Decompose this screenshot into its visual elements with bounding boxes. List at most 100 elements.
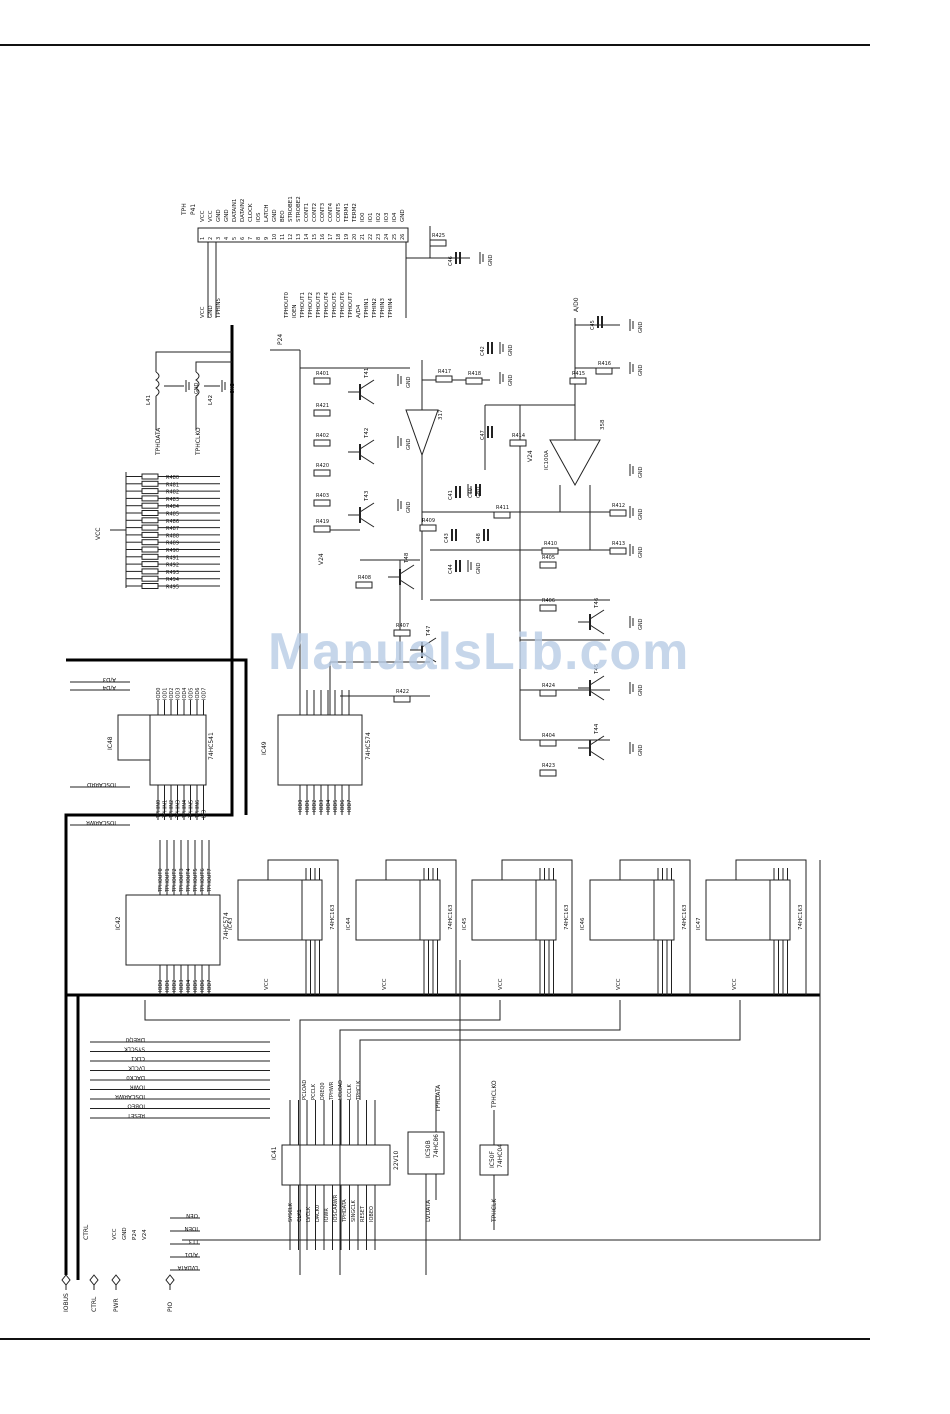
ctrl-bus-label: CTRL [83,1224,90,1240]
lvdata-label: LVDATA [425,1199,432,1222]
ic48-out-net: IOD2 [169,688,175,700]
capacitor-label: C41 [448,490,454,500]
rpack-resistor [141,583,159,589]
bus-signal-label: A/D3 [102,676,116,682]
ic41-in-net: LVCLK [306,1206,312,1222]
p41-pin-label: DATAIN2 [240,199,246,222]
resistor-label: R412 [612,503,625,509]
p41-pin-label: CONT5 [336,202,342,222]
ic42-data-net: IOD3 [179,980,185,992]
capacitor-c41: C41 [448,486,461,500]
capacitor-label: C45 [590,320,596,330]
p41-net-label: IOEN [292,304,298,318]
rpack-label: R481 [166,482,179,488]
resistor-label: R407 [396,623,409,629]
rpack-resistor [141,510,159,516]
ic42-net: TPHOUT6 [200,868,206,893]
bus-signal-label: IOSCARRD [87,781,116,787]
rpack-label: R492 [166,563,179,569]
resistor-r422 [393,695,411,703]
rpack-label: R494 [166,577,179,583]
analog-section [270,318,620,741]
bus-signals: DREQ0SYSCLKCLK1LVCLKDACK0IOWRIOSCARWRIOB… [70,676,270,1271]
resistor-label: R410 [544,541,557,547]
part-74hc04: 74HC04 [497,1144,504,1168]
transistor-label: T45 [594,663,600,675]
p41-pin-label: CONT1 [304,203,310,222]
resistor-r404 [539,739,557,747]
transistor-label: T48 [404,552,410,564]
rpack-resistor [141,488,159,495]
transistor-t46: T46 [578,597,605,635]
resistor-r413 [609,547,627,555]
counter-label: IC45 [462,917,468,930]
connector-pwr: PWR [111,1274,121,1312]
resistor-r409 [419,524,437,532]
p24-label: P24 [277,334,284,345]
ic42-net: TPHOUT5 [193,868,199,893]
rpack-label: R486 [166,519,179,525]
tphdata-label: TPHDATA [155,427,162,456]
connector-label: IOBUS [63,1293,70,1312]
transistor-label: T44 [594,723,600,735]
p41-pin-number: 12 [288,234,294,240]
resistor-r412 [609,509,627,517]
gnd-label: GND [638,321,644,333]
capacitor-label: C42 [480,346,486,356]
resistor-label: R420 [316,463,329,469]
p41-pin-number: 9 [264,237,270,240]
resistor-r408 [355,581,373,589]
bus-signal-label: RESET [127,1112,145,1118]
resistor-r407 [393,629,411,637]
ic49-net: IOD1 [305,800,311,812]
resistor-label: R421 [316,403,329,409]
p41-net-label: TPHOUT6 [340,291,346,319]
p41-pin-label: IOS [256,212,262,222]
ic42-data-net: IOD4 [186,980,192,992]
gnd-label: GND [638,684,644,696]
bus-signal-label: CLK1 [131,1055,145,1061]
bus-signal-label: IOEN [184,1225,198,1231]
p41-pin-label: GND [272,209,278,222]
p41-pin-label: IO0 [360,212,366,222]
transistor-t45: T45 [578,663,605,701]
ground-symbol: GND [629,506,644,520]
ground-symbol: GND [629,742,644,756]
resistor-label: R411 [496,505,509,511]
part-74hc163: 74HC163 [448,904,454,930]
part-74hc163: 74HC163 [682,904,688,930]
rpack-label: R483 [166,497,179,503]
ic41-in-net: SYSCLK [288,1202,294,1222]
counter-vcc: VCC [616,978,622,990]
rpack-label: R490 [166,548,179,554]
capacitor-label: C46 [448,256,454,266]
ic48-out-net: IOD6 [195,688,201,700]
resistor-label: R422 [396,689,409,695]
gnd-label: GND [476,486,482,498]
rpack-label: R493 [166,570,179,576]
top-rule [0,44,870,46]
ic48-out-net: IOD3 [176,688,182,700]
ic48-net: TPHIN5 [189,800,195,819]
bus-signal-label: IOSCARWR [115,1093,145,1099]
p41-pin-label: IO1 [368,213,374,222]
rpack-resistor [141,473,159,480]
p41-net-label: A/D4 [356,304,362,318]
l42-label: L42 [208,395,214,405]
transistor-label: T47 [426,625,432,637]
ground-symbol: GND [629,682,644,696]
p41-pin-label: CONT4 [328,202,334,222]
ic50b-74hc86: 74HC86 IC50B [407,1095,445,1275]
rpack-label: R488 [166,533,179,539]
resistor-r424 [539,689,557,697]
rpack-resistor [141,553,159,560]
p41-pin-number: 10 [272,234,278,240]
power-rail-label: V24 [142,1229,148,1240]
inductor-l42 [195,361,232,430]
ic50b-label: IC50B [425,1140,432,1158]
part-74hc574-2: 74HC574 [223,912,230,940]
gnd-label: GND [406,376,412,388]
